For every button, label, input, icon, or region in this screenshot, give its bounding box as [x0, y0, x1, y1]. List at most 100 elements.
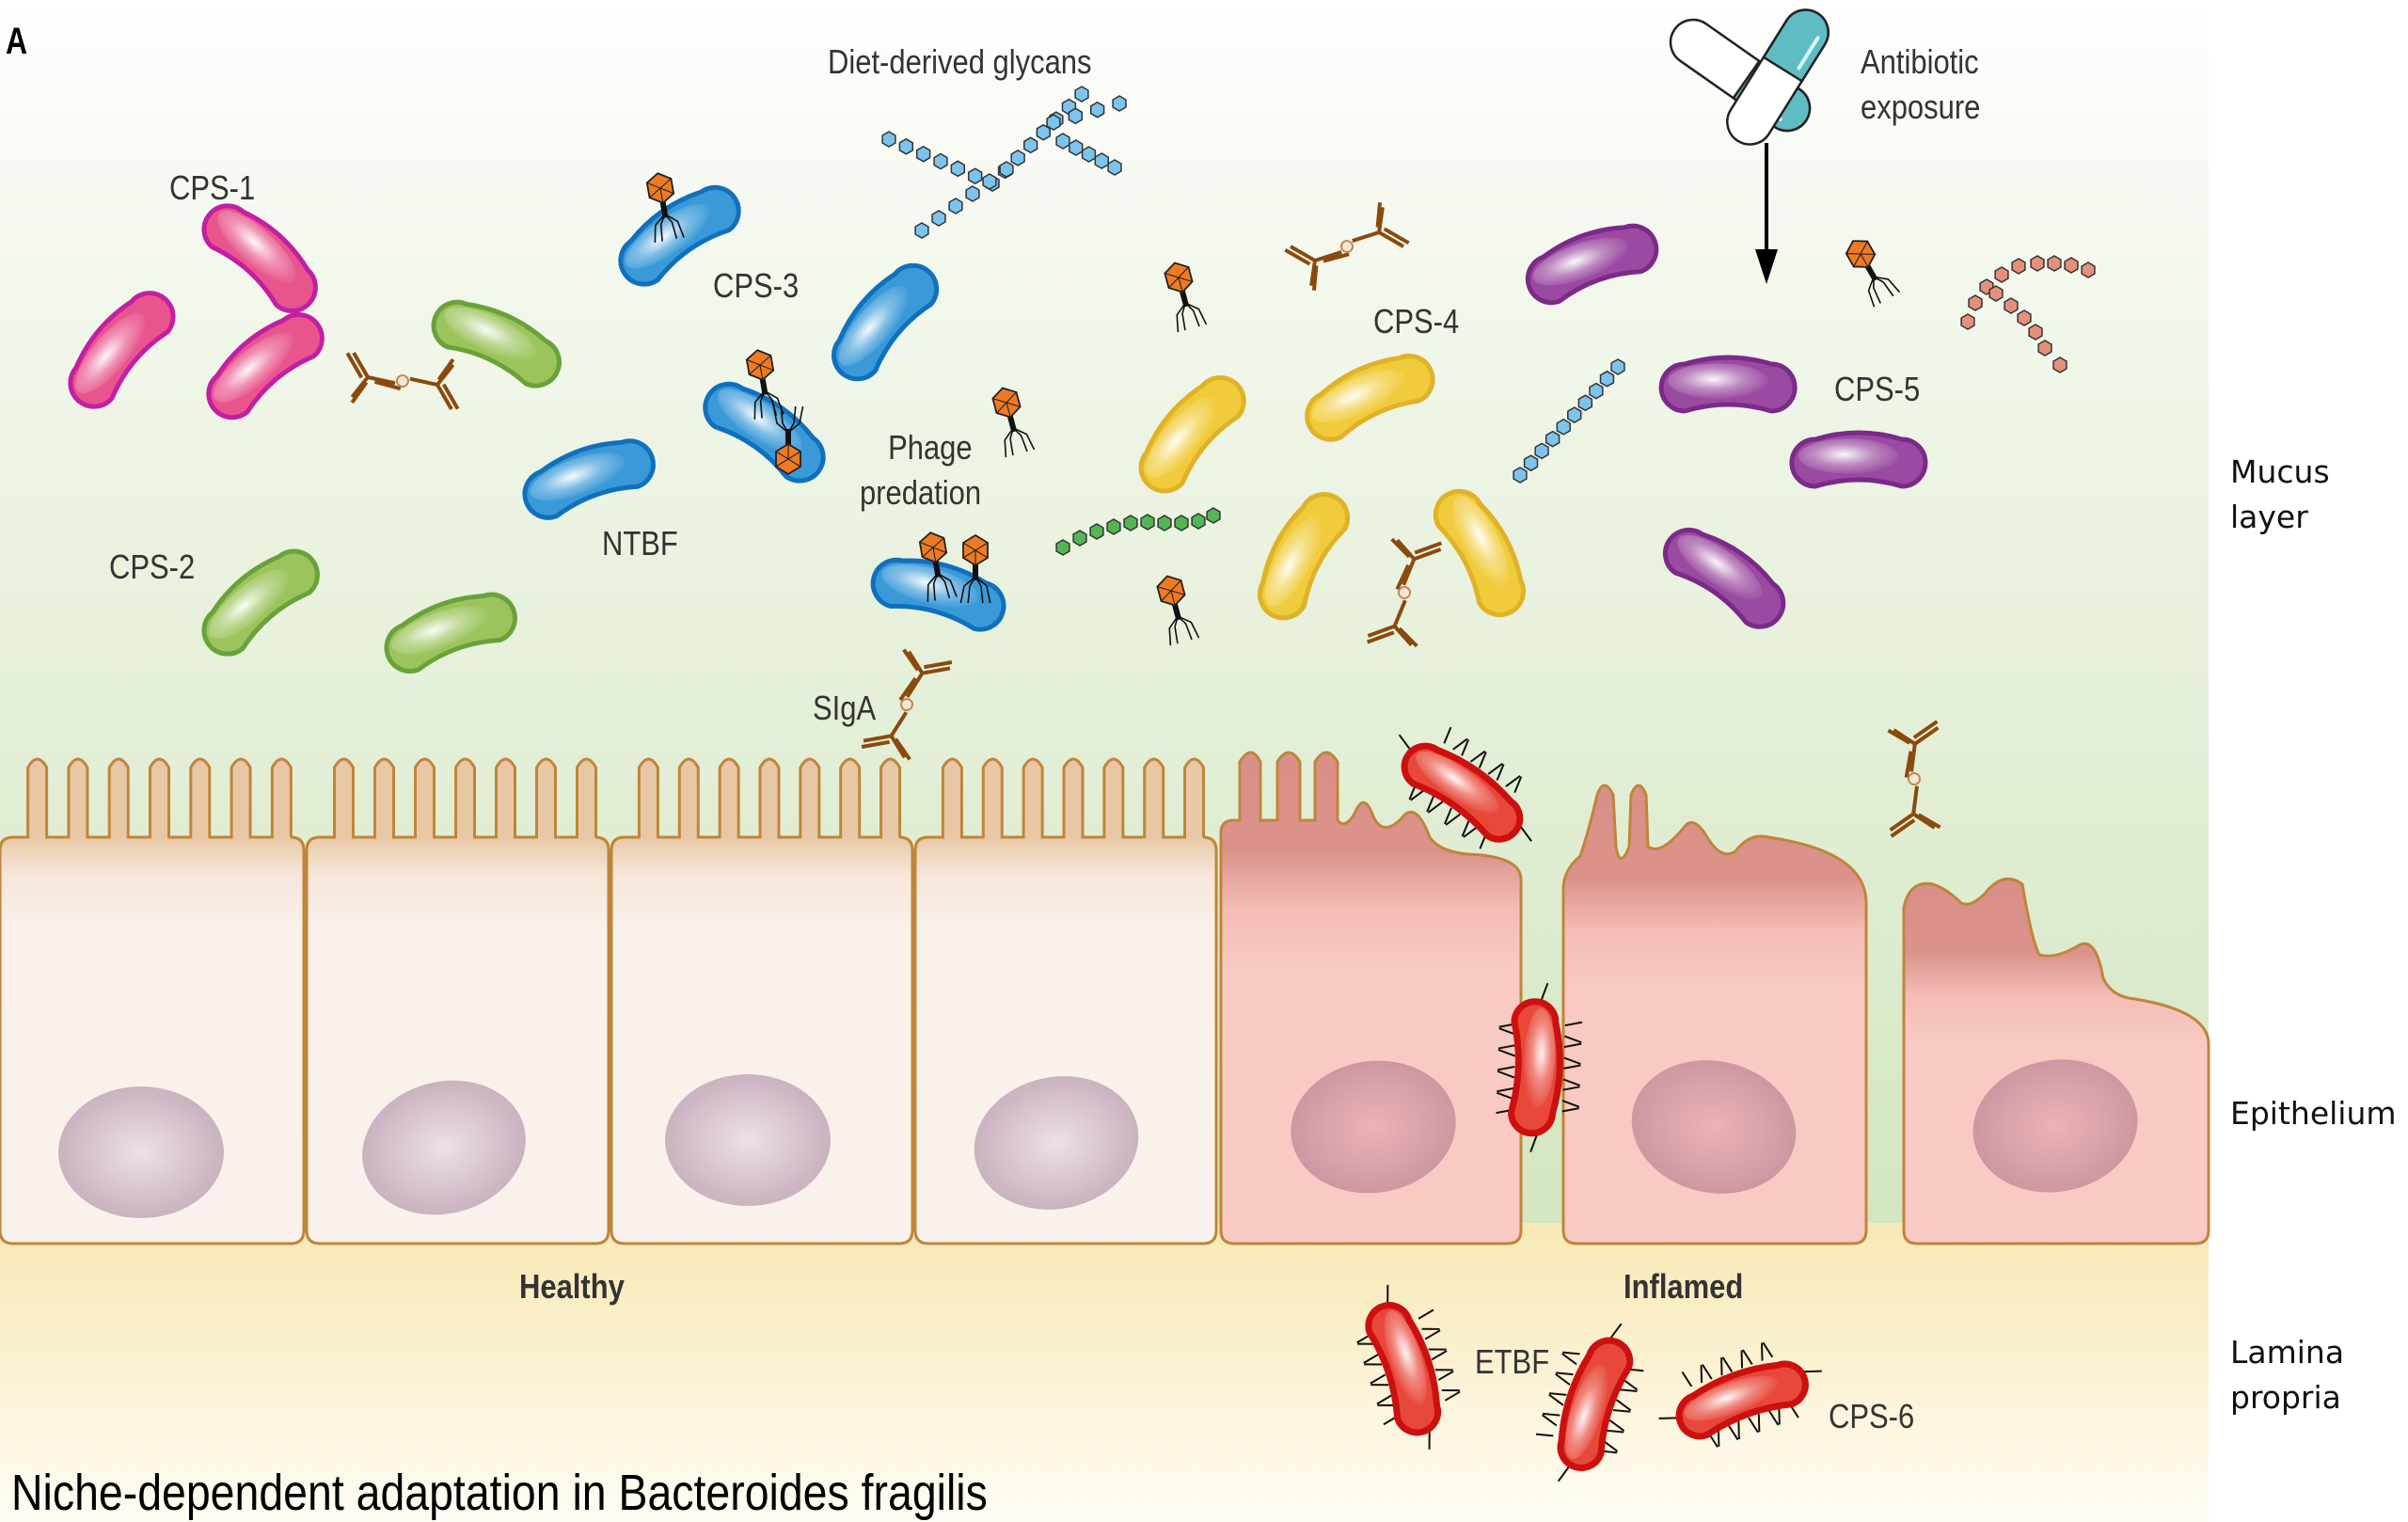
bacterium-ntbf: [618, 184, 741, 287]
glycan-monomer-icon: [1191, 513, 1206, 530]
label-antibiotic-line1: Antibiotic: [1861, 42, 1979, 81]
label-cps-1: CPS-1: [169, 168, 256, 207]
label-antibiotic-line2: exposure: [1861, 87, 1981, 126]
glycan-monomer-icon: [1046, 114, 1061, 131]
label-etbf: ETBF: [1475, 1342, 1550, 1381]
bacteriophage-icon: [645, 172, 685, 243]
glycan-monomer-icon: [1055, 539, 1070, 556]
glycan-monomer-icon: [1206, 507, 1221, 524]
glycan-monomer-icon: [1107, 159, 1122, 176]
bacterium-cps1: [206, 312, 325, 420]
siga-antibody-icon: [861, 648, 953, 761]
glycan-monomer-icon: [933, 152, 948, 170]
bacterium-cps4: [1433, 488, 1527, 617]
lamina-propria-background: [0, 1223, 2209, 1522]
glycan-monomer-icon: [948, 198, 963, 214]
bacteriophage-icon: [918, 531, 958, 602]
glycan-monomer-icon: [1157, 515, 1172, 531]
glycan-monomer-icon: [914, 222, 929, 239]
glycan-monomer-icon: [1010, 150, 1025, 166]
glycan-monomer-icon: [1545, 430, 1560, 448]
label-cps-4: CPS-4: [1373, 302, 1460, 341]
glycan-monomer-icon: [1072, 530, 1087, 547]
glycan-monomer-icon: [1610, 358, 1625, 375]
bacterium-cps4: [1257, 492, 1351, 621]
bacterium-cps2: [431, 299, 562, 388]
layer-label-lamina-line2: propria: [2230, 1378, 2341, 1416]
diet-glycan-chain: [1046, 95, 1127, 176]
bacterium-etbf: [1356, 1284, 1461, 1450]
label-antibiotic-exposure: Antibiotic exposure: [1861, 40, 1980, 130]
bacterium-cps5: [1658, 355, 1798, 414]
glycan-monomer-icon: [999, 161, 1014, 178]
glycan-monomer-icon: [1094, 152, 1109, 169]
bacterium-cps5: [1662, 527, 1786, 629]
label-phage-line1: Phage: [888, 428, 973, 467]
figure-title: Niche-dependent adaptation in Bacteroide…: [11, 1465, 988, 1521]
siga-antibody-icon: [1887, 720, 1941, 838]
glycan-monomer-icon: [950, 160, 966, 178]
label-phage-line2: predation: [860, 473, 982, 512]
layer-label-mucus-line2: layer: [2230, 498, 2308, 535]
layer-label-lamina-line1: Lamina: [2230, 1334, 2345, 1371]
cell-nucleus: [1631, 1060, 1797, 1194]
glycan-monomer-icon: [2037, 340, 2052, 357]
glycan-monomer-icon: [1960, 313, 1975, 330]
label-diet-derived-glycans: Diet-derived glycans: [828, 42, 1092, 81]
glycan-monomer-icon: [1068, 107, 1084, 125]
glycan-monomer-icon: [2030, 255, 2045, 272]
glycan-monomer-icon: [1036, 123, 1051, 141]
label-cps-6: CPS-6: [1829, 1397, 1915, 1435]
glycan-monomer-icon: [931, 210, 946, 227]
label-inflamed: Inflamed: [1624, 1267, 1744, 1306]
glycan-monomer-icon: [881, 131, 896, 148]
phages-layer: [645, 172, 1901, 646]
glycan-monomer-icon: [915, 145, 931, 163]
glycan-monomer-icon: [1513, 467, 1528, 484]
glycan-monomer-icon: [2064, 257, 2079, 274]
glycan-monomer-icon: [1556, 419, 1571, 436]
bacterium-cps4: [1138, 375, 1246, 494]
layer-label-epithelium: Epithelium: [2230, 1095, 2397, 1132]
glycan-monomer-icon: [2081, 262, 2096, 278]
glycan-monomer-icon: [1988, 285, 2004, 302]
bacterium-etbf: [1398, 726, 1532, 849]
bacteriophage-icon: [1845, 240, 1901, 308]
glycan-monomer-icon: [1994, 266, 2009, 283]
bacterium-cps2: [201, 548, 320, 657]
bacteriophage-icon: [991, 387, 1036, 458]
glycan-monomer-icon: [1106, 518, 1121, 535]
glycan-monomer-icon: [1089, 101, 1105, 119]
glycan-monomer-icon: [1023, 136, 1038, 154]
glycan-monomer-icon: [965, 185, 980, 202]
cell-nucleus: [665, 1074, 831, 1206]
glycan-monomer-icon: [1123, 515, 1138, 531]
glycan-chain-salmon: [1960, 255, 2096, 330]
glycan-monomer-icon: [1534, 442, 1549, 460]
bacterium-etbf: [1496, 982, 1583, 1153]
antibiotic-arrow-icon: [1755, 143, 1778, 284]
glycan-chain-salmon: [1988, 285, 2067, 373]
bacteriophage-icon: [1164, 262, 1208, 333]
label-cps-3: CPS-3: [713, 266, 800, 305]
panel-label: A: [6, 21, 28, 62]
glycan-monomer-icon: [2052, 357, 2067, 373]
glycan-monomer-icon: [2028, 324, 2043, 341]
bacterium-ntbf: [522, 438, 656, 520]
bacteria-layer: [68, 184, 1928, 1482]
glycan-monomer-icon: [1069, 139, 1084, 156]
glycan-chain-green: [1055, 507, 1221, 556]
layer-label-mucus: Mucus layer: [2230, 450, 2330, 540]
glycan-monomer-icon: [1074, 86, 1089, 103]
bacterium-etbf: [1535, 1323, 1644, 1482]
bacteriophage-icon: [959, 533, 991, 604]
siga-antibody-icon: [1366, 537, 1443, 648]
glycan-monomer-icon: [1089, 523, 1104, 540]
label-healthy: Healthy: [519, 1267, 625, 1306]
bacterium-cps5: [1789, 430, 1928, 489]
bacterium-cps2: [384, 592, 517, 674]
label-ntbf: NTBF: [602, 524, 678, 563]
glycan-monomer-icon: [1140, 514, 1155, 531]
glycan-monomer-icon: [1599, 370, 1615, 388]
cell-nucleus: [974, 1076, 1139, 1210]
